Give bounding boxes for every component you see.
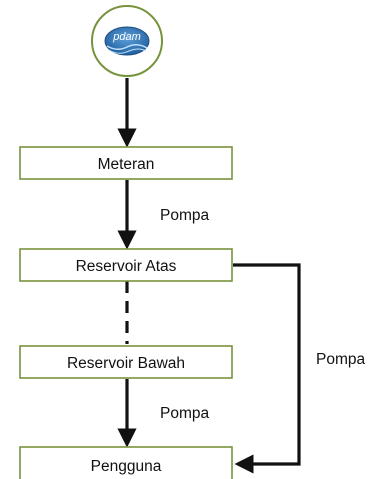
edge-label-pompa-1: Pompa — [160, 207, 209, 224]
edge-label-pompa-2: Pompa — [160, 405, 209, 422]
node-pengguna-label: Pengguna — [91, 458, 162, 475]
pdam-logo: pdam — [91, 5, 163, 77]
arrow-reservoir-atas-to-pengguna — [233, 263, 301, 474]
node-reservoir-atas-label: Reservoir Atas — [76, 258, 177, 275]
node-reservoir-bawah-label: Reservoir Bawah — [67, 355, 185, 372]
edge-label-pompa-3: Pompa — [316, 351, 365, 368]
node-pengguna: Pengguna — [19, 446, 233, 479]
node-meteran: Meteran — [19, 146, 233, 180]
node-reservoir-atas: Reservoir Atas — [19, 248, 233, 282]
logo-text: pdam — [112, 31, 141, 43]
node-meteran-label: Meteran — [98, 156, 155, 173]
node-reservoir-bawah: Reservoir Bawah — [19, 345, 233, 379]
